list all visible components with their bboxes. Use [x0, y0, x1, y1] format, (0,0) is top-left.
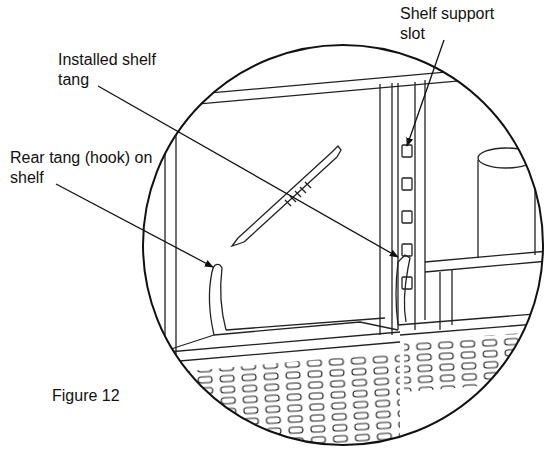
figure-caption: Figure 12	[52, 386, 120, 406]
part-label: Shelf support slot	[400, 4, 512, 44]
support-slots	[402, 145, 412, 289]
leader-installed-tang	[98, 86, 398, 257]
leader-slot	[407, 40, 444, 146]
part-label: Rear tang (hook) on shelf	[10, 148, 170, 188]
part-label: Installed shelf tang	[58, 50, 180, 90]
leader-rear-tang	[56, 184, 213, 267]
magnifier-circle	[143, 45, 543, 445]
pen	[232, 146, 341, 246]
left-shelf	[168, 264, 400, 457]
magnified-view	[130, 62, 550, 457]
